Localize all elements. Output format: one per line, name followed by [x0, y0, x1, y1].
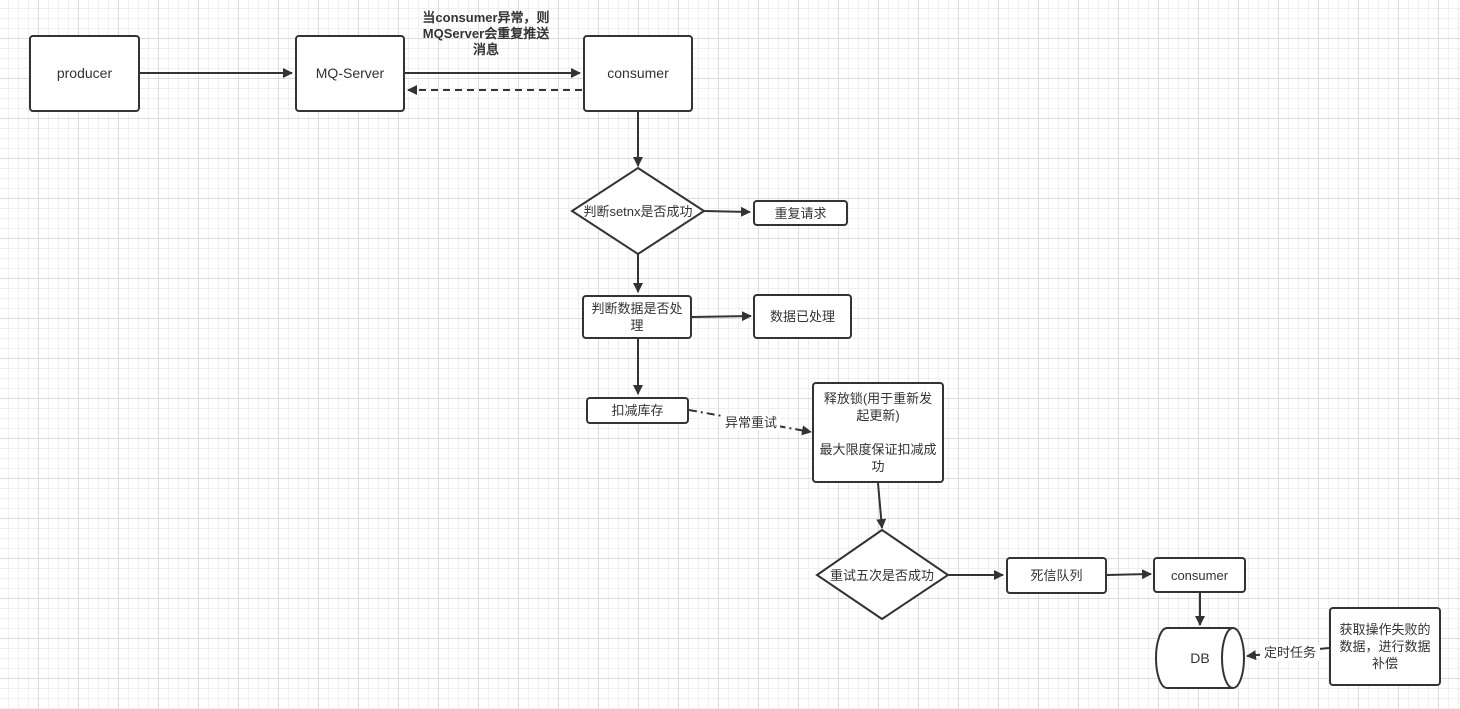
- db-label: DB: [1190, 649, 1210, 666]
- node-compensate: 获取操作失败的数据，进行数据补偿: [1329, 607, 1441, 686]
- node-producer: producer: [29, 35, 140, 112]
- edge-setnx-to-repeat: [703, 206, 751, 217]
- edge-label-retry-on-error: 异常重试: [722, 415, 780, 431]
- node-check-processed: 判断数据是否处理: [582, 295, 692, 339]
- node-consumer-2: consumer: [1153, 557, 1246, 593]
- node-data-processed: 数据已处理: [753, 294, 852, 339]
- node-repeat-request: 重复请求: [753, 200, 848, 226]
- edge-release-to-retry: [876, 482, 887, 529]
- edge-label-scheduled-task: 定时任务: [1260, 645, 1320, 661]
- node-consumer: consumer: [583, 35, 693, 112]
- decision-retry: [815, 528, 950, 621]
- edge-label-redelivery: 当consumer异常，则MQServer会重复推送消息: [422, 10, 550, 57]
- decision-setnx-label: 判断setnx是否成功: [583, 203, 693, 219]
- node-deduct-stock: 扣减库存: [586, 397, 689, 424]
- db-cylinder: [1155, 627, 1245, 689]
- edge-deadletter-to-consumer2: [1106, 569, 1152, 580]
- node-release-lock: 释放锁(用于重新发起更新) 最大限度保证扣减成功: [812, 382, 944, 483]
- edge-check-to-processed: [691, 311, 752, 322]
- decision-retry-label: 重试五次是否成功: [829, 567, 934, 583]
- node-mq-server: MQ-Server: [295, 35, 405, 112]
- node-dead-letter: 死信队列: [1006, 557, 1107, 594]
